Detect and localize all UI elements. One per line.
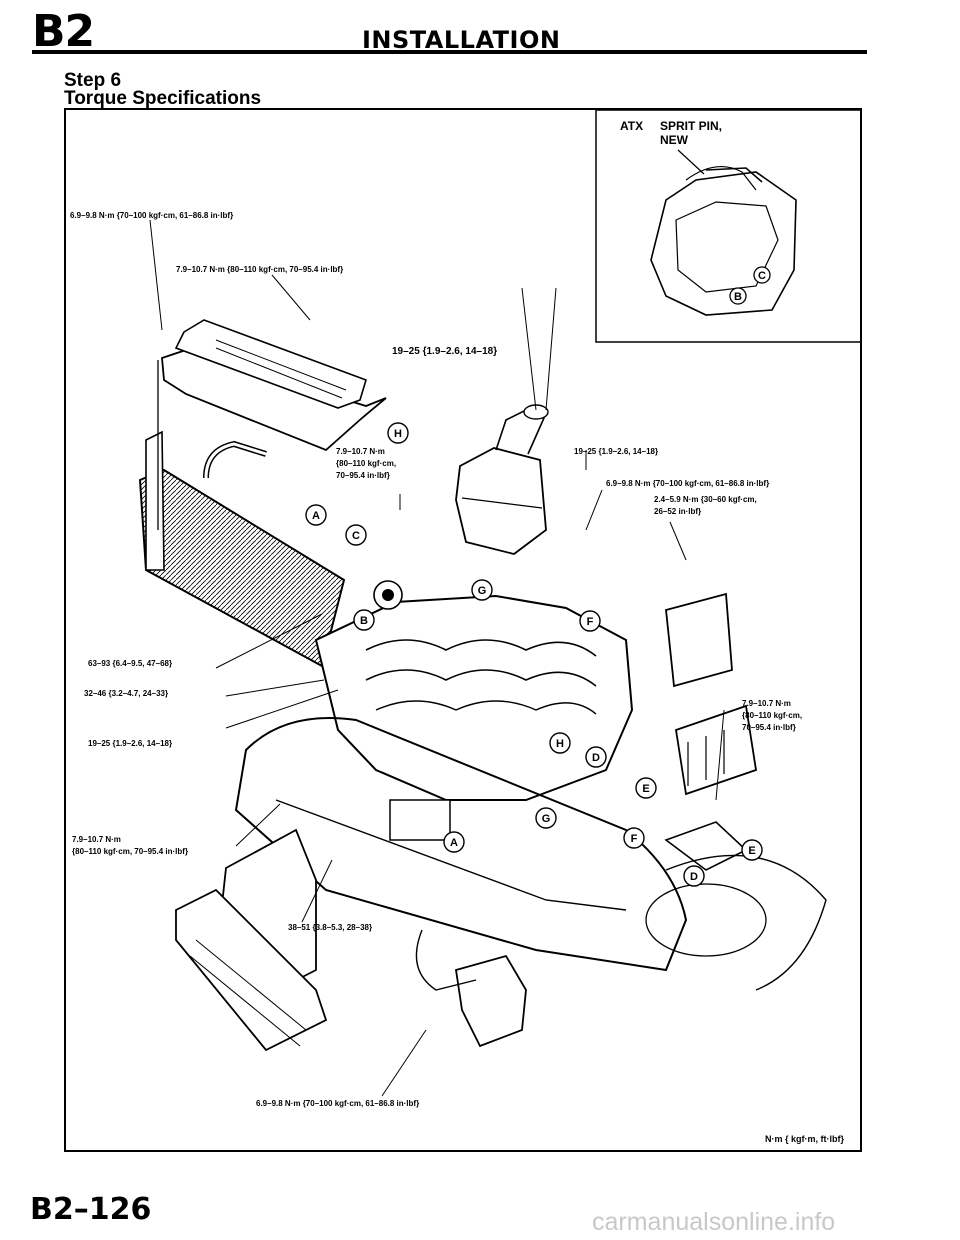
callout-b: B: [360, 615, 368, 627]
step-subtitle: Torque Specifications: [64, 88, 262, 109]
splash-shield: [175, 828, 328, 1052]
torque-labels: 6.9–9.8 N·m {70–100 kgf·cm, 61–86.8 in·l…: [70, 211, 802, 1108]
header-rule: [32, 50, 867, 54]
torque-label: 32–46 {3.2–4.7, 24–33}: [84, 689, 168, 698]
callout-g: G: [542, 813, 551, 825]
callout-a: A: [312, 510, 320, 522]
torque-label: 19–25 {1.9–2.6, 14–18}: [88, 739, 172, 748]
callout-c: C: [352, 530, 360, 542]
air-cleaner: [455, 404, 549, 555]
radiator: [138, 360, 346, 668]
torque-label: 70–95.4 in·lbf}: [336, 471, 390, 480]
units-legend: N·m { kgf·m, ft·lbf}: [765, 1134, 844, 1144]
callout-g: G: [478, 585, 487, 597]
atx-label: ATX: [620, 119, 643, 133]
callout-d: D: [690, 871, 698, 883]
step-label: Step 6: [64, 70, 122, 91]
torque-label: 7.9–10.7 N·m: [336, 447, 385, 456]
page-number: B2–126: [30, 1192, 152, 1227]
torque-label: 63–93 {6.4–9.5, 47–68}: [88, 659, 172, 668]
sprit-pin-new-label: NEW: [660, 133, 689, 147]
inset-callout-c: C: [758, 270, 766, 282]
torque-label: 7.9–10.7 N·m {80–110 kgf·cm, 70–95.4 in·…: [176, 265, 343, 274]
torque-label: 38–51 {3.8–5.3, 28–38}: [288, 923, 372, 932]
torque-label: {80–110 kgf·cm,: [336, 459, 396, 468]
callout-e: E: [642, 783, 649, 795]
torque-label: 6.9–9.8 N·m {70–100 kgf·cm, 61–86.8 in·l…: [70, 211, 233, 220]
callout-f: F: [587, 616, 594, 628]
torque-label: 2.4–5.9 N·m {30–60 kgf·cm,: [654, 495, 757, 504]
callout-a: A: [450, 837, 458, 849]
section-code: B2: [32, 6, 95, 57]
torque-label: 70–95.4 in·lbf}: [742, 723, 796, 732]
callout-h: H: [556, 738, 564, 750]
callout-f: F: [631, 833, 638, 845]
torque-label: 7.9–10.7 N·m: [72, 835, 121, 844]
torque-label: {80–110 kgf·cm,: [742, 711, 802, 720]
torque-label: 6.9–9.8 N·m {70–100 kgf·cm, 61–86.8 in·l…: [606, 479, 769, 488]
watermark: carmanualsonline.info: [592, 1208, 836, 1236]
engine-bay-illustration: ATX SPRIT PIN, NEW C B: [70, 110, 862, 1144]
torque-label: 19–25 {1.9–2.6, 14–18}: [392, 346, 497, 357]
leader-lines: [149, 219, 725, 1097]
callout-e: E: [748, 845, 755, 857]
torque-label: 7.9–10.7 N·m: [742, 699, 791, 708]
torque-label: 26–52 in·lbf}: [654, 507, 701, 516]
radiator-cover: [161, 319, 387, 452]
torque-label: 6.9–9.8 N·m {70–100 kgf·cm, 61–86.8 in·l…: [256, 1099, 419, 1108]
callouts: H A C G B F H D E G F A E D: [305, 422, 763, 887]
coolant-reservoir: [415, 929, 527, 1048]
sprit-pin-label: SPRIT PIN,: [660, 119, 722, 133]
torque-label: 19–25 {1.9–2.6, 14–18}: [574, 447, 658, 456]
atx-inset: ATX SPRIT PIN, NEW C B: [595, 110, 862, 343]
callout-h: H: [394, 428, 402, 440]
inset-callout-b: B: [734, 291, 742, 303]
battery: [664, 592, 758, 871]
page-title: INSTALLATION: [362, 26, 561, 54]
torque-diagram-figure: ATX SPRIT PIN, NEW C B: [64, 108, 862, 1152]
torque-label: {80–110 kgf·cm, 70–95.4 in·lbf}: [72, 847, 188, 856]
callout-d: D: [592, 752, 600, 764]
